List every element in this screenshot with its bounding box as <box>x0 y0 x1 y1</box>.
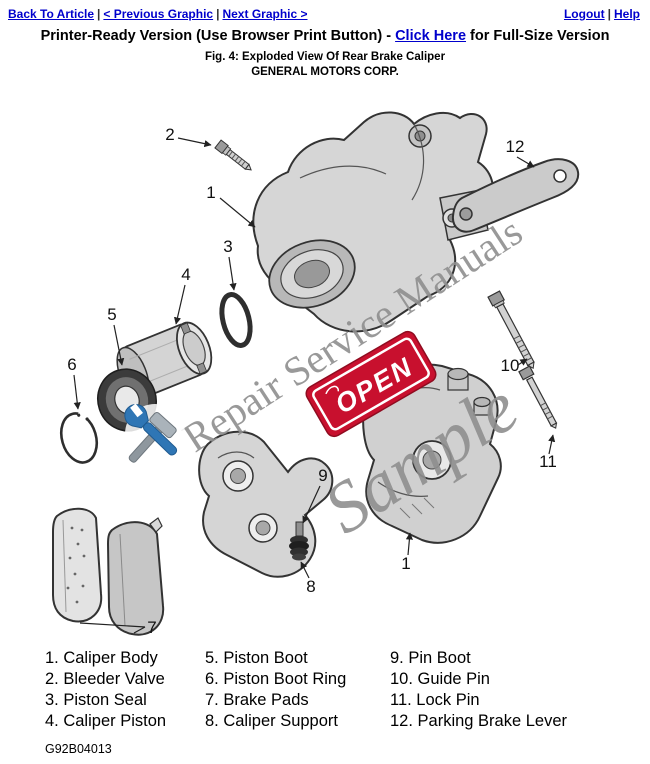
legend-item: 4. Caliper Piston <box>45 712 167 730</box>
legend-column-3: 9. Pin Boot 10. Guide Pin 11. Lock Pin 1… <box>390 648 567 732</box>
legend-item: 12. Parking Brake Lever <box>390 712 568 730</box>
callout-11-label: 11 <box>539 452 557 471</box>
callout-4-label: 4 <box>181 265 190 284</box>
separator: | <box>607 7 611 21</box>
full-size-version-link[interactable]: Click Here <box>395 28 467 44</box>
callout-2-label: 2 <box>165 125 174 144</box>
exploded-diagram: Repair Service Manuals Sample OPEN 2 1 1… <box>52 111 580 637</box>
legend-column-2: 5. Piston Boot 6. Piston Boot Ring 7. Br… <box>205 648 390 732</box>
legend-column-1: 1. Caliper Body 2. Bleeder Valve 3. Pist… <box>45 648 205 732</box>
nav-left: Back To Article|< Previous Graphic|Next … <box>8 7 308 21</box>
caliper-support-part <box>198 430 334 578</box>
legend-item: 3. Piston Seal <box>45 691 147 709</box>
separator: | <box>216 7 220 21</box>
bleeder-valve-part <box>214 139 252 171</box>
figure-caption: Fig. 4: Exploded View Of Rear Brake Cali… <box>204 51 446 63</box>
callout-6-label: 6 <box>67 355 76 374</box>
legend-item: 2. Bleeder Valve <box>45 670 165 688</box>
legend-item: 8. Caliper Support <box>205 712 338 730</box>
manufacturer-name: GENERAL MOTORS CORP. <box>251 66 399 78</box>
tools-watermark-icon <box>124 403 185 464</box>
legend-item: 9. Pin Boot <box>390 649 471 667</box>
title-suffix: for Full-Size Version <box>466 28 610 44</box>
legend-item: 10. Guide Pin <box>390 670 490 688</box>
legend-item: 7. Brake Pads <box>205 691 309 709</box>
legend-item: 11. Lock Pin <box>390 691 480 709</box>
callout-10-label: 10 <box>501 356 520 375</box>
callout-9-label: 9 <box>318 466 327 485</box>
pin-boot-part <box>289 521 309 561</box>
callouts: 2 1 12 3 4 5 6 7 9 8 1 10 11 <box>67 125 557 637</box>
callout-5-label: 5 <box>107 305 116 324</box>
callout-8-label: 8 <box>306 577 315 596</box>
title-prefix: Printer-Ready Version (Use Browser Print… <box>40 28 396 44</box>
callout-12-label: 12 <box>506 137 525 156</box>
legend-item: 6. Piston Boot Ring <box>205 670 347 688</box>
caliper-body-part <box>252 111 494 333</box>
legend-item: 1. Caliper Body <box>45 649 158 667</box>
piston-boot-ring-part <box>59 410 99 464</box>
logout-link[interactable]: Logout <box>563 7 605 21</box>
page-title: Printer-Ready Version (Use Browser Print… <box>0 28 650 44</box>
legend-item: 5. Piston Boot <box>205 649 308 667</box>
next-graphic-link[interactable]: Next Graphic > <box>222 7 308 21</box>
top-navigation: Back To Article|< Previous Graphic|Next … <box>0 0 650 23</box>
brake-pads-part <box>52 507 165 636</box>
callout-7-label: 7 <box>147 618 156 637</box>
back-to-article-link[interactable]: Back To Article <box>8 7 95 21</box>
help-link[interactable]: Help <box>613 7 640 21</box>
callout-1-top-label: 1 <box>206 183 215 202</box>
parts-legend: 1. Caliper Body 2. Bleeder Valve 3. Pist… <box>45 648 650 732</box>
caliper-body-rear-part <box>362 363 502 544</box>
lock-pin-part <box>518 365 558 429</box>
callout-3-label: 3 <box>223 237 232 256</box>
parking-brake-lever-part <box>451 158 580 233</box>
separator: | <box>97 7 101 21</box>
figure-code: G92B04013 <box>45 742 112 756</box>
piston-seal-part <box>219 292 253 348</box>
callout-1-bottom-label: 1 <box>401 554 410 573</box>
nav-right: Logout|Help <box>564 7 640 21</box>
previous-graphic-link[interactable]: < Previous Graphic <box>103 7 214 21</box>
